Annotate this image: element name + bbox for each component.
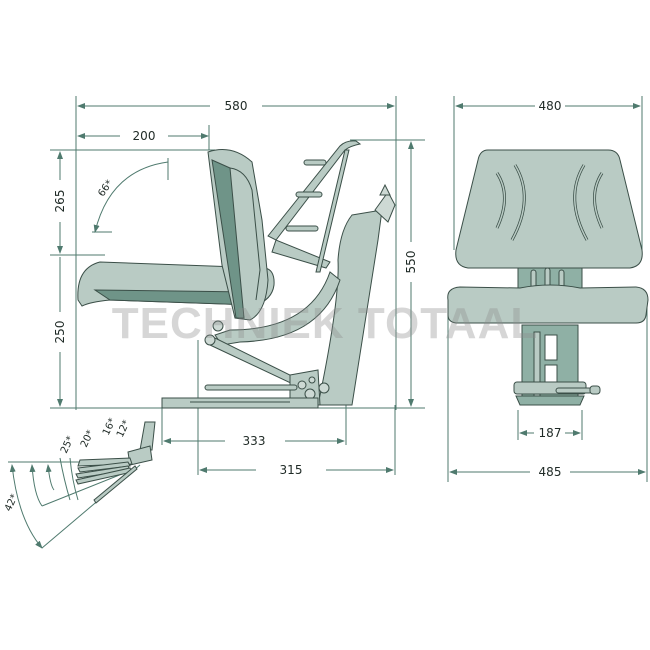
tilt-detail: 12* 16* 20* 25* 42*	[3, 417, 156, 549]
dim-backrest-width: 480	[539, 99, 562, 113]
dim-backrest-height: 265	[53, 190, 67, 213]
front-view: 480 485 187	[447, 96, 649, 482]
grab-handle-frame	[267, 140, 362, 273]
dim-rail-width: 187	[539, 426, 562, 440]
dim-base-depth-a: 333	[243, 434, 266, 448]
front-backrest	[455, 149, 643, 269]
dim-backrest-offset: 200	[133, 129, 156, 143]
tilt-angle-25: 25*	[59, 435, 76, 456]
dim-overall-depth: 580	[225, 99, 248, 113]
dim-seat-width: 485	[539, 465, 562, 479]
dim-seat-height: 250	[53, 321, 67, 344]
tilt-angle-42: 42*	[3, 493, 20, 514]
dim-base-depth-b: 315	[280, 463, 303, 477]
side-view: 580 200 265 250 550 333 315 66*	[50, 96, 425, 477]
backrest-tilt-angle: 66*	[96, 178, 115, 199]
dim-overall-height: 550	[404, 251, 418, 274]
watermark: TECHNIEK TOTAAL	[112, 299, 538, 348]
tilt-angle-20: 20*	[79, 429, 96, 450]
seat-column	[161, 183, 396, 409]
front-seat	[447, 284, 649, 324]
backrest	[207, 149, 269, 321]
